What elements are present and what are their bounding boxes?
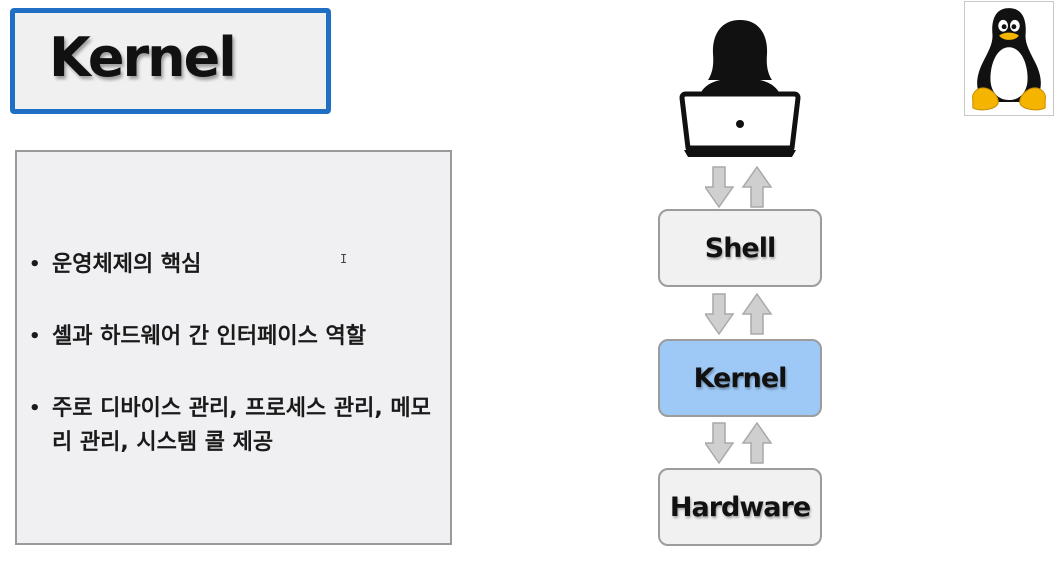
bullet-list: • 운영체제의 핵심 • 셸과 하드웨어 간 인터페이스 역할 • 주로 디바이… (29, 248, 449, 498)
bidirectional-arrow-icon (705, 292, 773, 336)
bullet-dot: • (29, 326, 41, 347)
kernel-layer-box: Kernel (658, 339, 822, 417)
bidirectional-arrow-icon (705, 421, 773, 465)
bullet-item-kernel-functions: • 주로 디바이스 관리, 프로세스 관리, 메모리 관리, 시스템 콜 제공 (29, 392, 449, 460)
bullet-item-kernel-core: • 운영체제의 핵심 (29, 248, 449, 282)
bullet-text: 운영체제의 핵심 (52, 252, 202, 277)
tux-logo-frame (964, 1, 1054, 116)
bidirectional-arrow-icon (705, 165, 773, 209)
slide-title: Kernel (49, 26, 237, 89)
hardware-layer-box: Hardware (658, 468, 822, 546)
shell-layer-box: Shell (658, 209, 822, 287)
bullet-dot: • (29, 254, 41, 275)
bullet-dot: • (29, 398, 41, 419)
text-cursor-icon: I (340, 252, 348, 266)
content-panel: • 운영체제의 핵심 • 셸과 하드웨어 간 인터페이스 역할 • 주로 디바이… (15, 150, 452, 545)
bullet-text: 셸과 하드웨어 간 인터페이스 역할 (52, 324, 366, 349)
bullet-text: 주로 디바이스 관리, 프로세스 관리, 메모리 관리, 시스템 콜 제공 (52, 396, 431, 455)
tux-penguin-icon (972, 8, 1046, 111)
title-box: Kernel (10, 8, 331, 114)
user-laptop-icon (679, 20, 801, 157)
bullet-item-interface-role: • 셸과 하드웨어 간 인터페이스 역할 (29, 320, 449, 354)
